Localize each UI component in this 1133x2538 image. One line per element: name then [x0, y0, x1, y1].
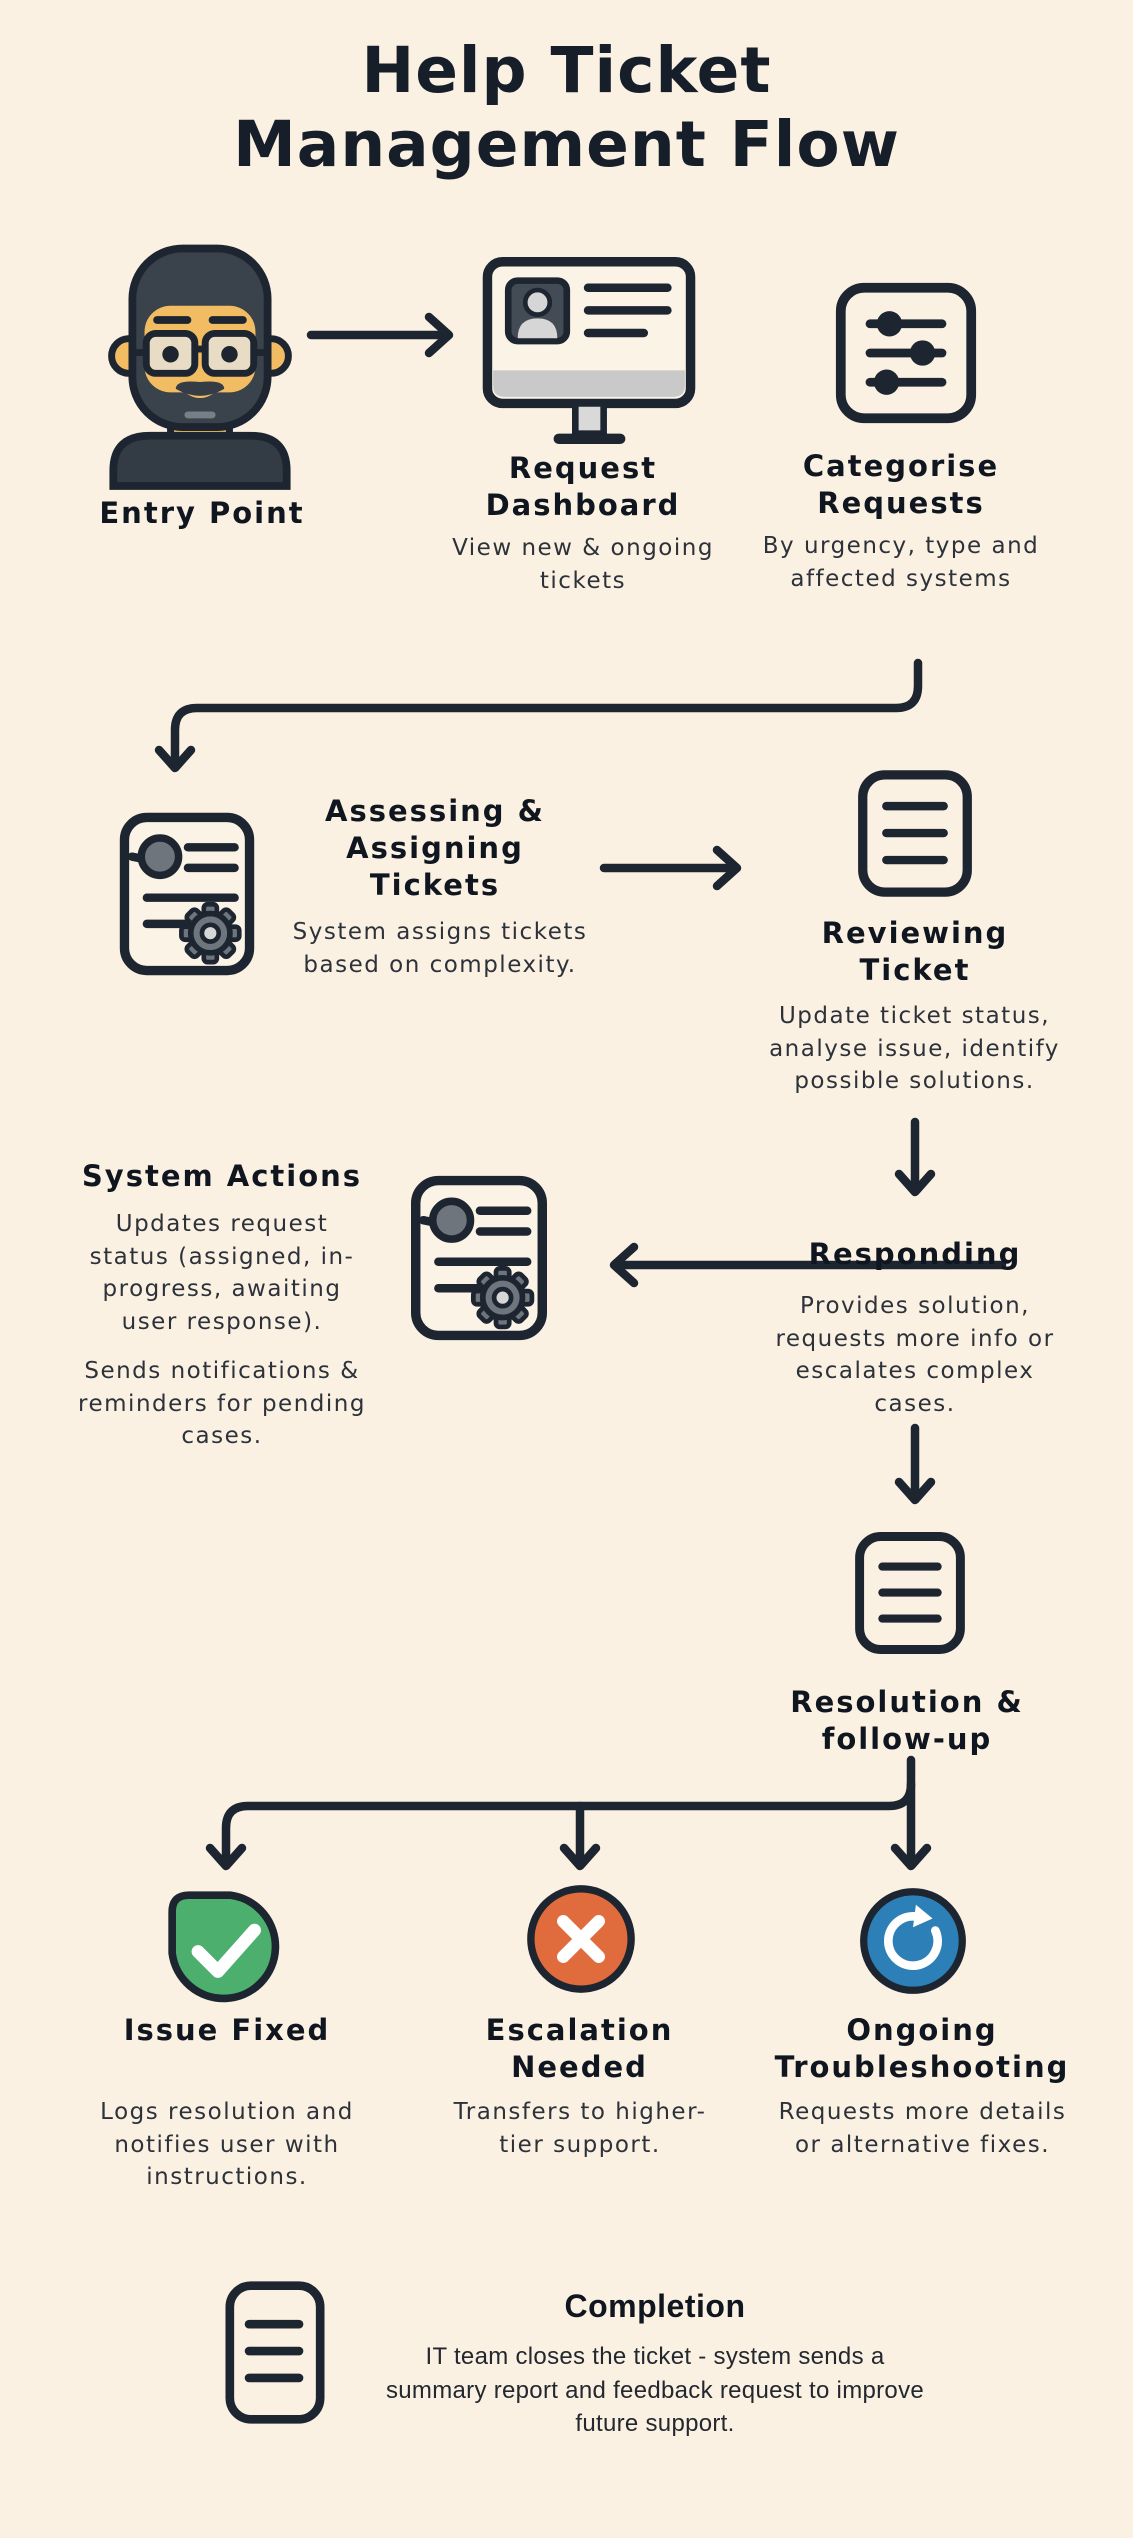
arrow-entry-to-dashboard — [306, 312, 454, 358]
node-issue-fixed-title: Issue Fixed — [123, 2013, 331, 2047]
page-title-line1: Help Ticket — [361, 34, 772, 107]
node-entry-title: Entry Point — [99, 496, 305, 530]
node-assessing-desc: System assigns tickets based on complexi… — [292, 919, 588, 978]
node-responding-title: Responding — [808, 1237, 1022, 1271]
check-badge-icon — [168, 1891, 280, 2003]
ticket-settings-icon — [411, 1175, 547, 1341]
node-ongoing-title: Ongoing Troubleshooting — [774, 2013, 1070, 2085]
node-categorise-desc: By urgency, type and affected systems — [762, 533, 1040, 592]
node-system-actions-desc2: Sends notifications & reminders for pend… — [78, 1358, 366, 1450]
node-responding-desc: Provides solution, requests more info or… — [775, 1293, 1055, 1417]
node-ongoing-desc: Requests more details or alternative fix… — [778, 2099, 1067, 2158]
node-resolution-title: Resolution & follow-up — [790, 1685, 1024, 1757]
arrow-reviewing-to-responding — [894, 1117, 936, 1197]
note-icon — [858, 770, 972, 897]
node-completion-title: Completion — [564, 2288, 746, 2324]
x-circle-icon — [527, 1885, 635, 1993]
node-reviewing-desc: Update ticket status, analyse issue, ide… — [769, 1003, 1060, 1095]
ticket-settings-icon — [119, 812, 255, 976]
node-system-actions-desc1: Updates request status (assigned, in-pro… — [89, 1211, 355, 1335]
user-icon — [108, 244, 292, 490]
note-icon — [225, 2281, 325, 2424]
page-title-line2: Management Flow — [233, 108, 900, 182]
node-dashboard-title: Request Dashboard — [485, 451, 681, 523]
node-system-actions-title: System Actions — [81, 1159, 363, 1193]
node-completion-desc: IT team closes the ticket - system sends… — [385, 2343, 925, 2438]
refresh-circle-icon — [860, 1888, 966, 1994]
filters-icon — [835, 282, 977, 424]
arrow-categorise-to-assessing — [154, 658, 923, 773]
branch-connector — [205, 1755, 932, 1871]
node-assessing-title: Assessing & Assigning Tickets — [325, 794, 545, 903]
arrow-responding-to-system-actions — [609, 1242, 1007, 1288]
monitor-user-icon — [482, 257, 696, 445]
arrow-assessing-to-reviewing — [599, 845, 742, 891]
note-icon — [855, 1532, 965, 1654]
node-issue-fixed-desc: Logs resolution and notifies user with i… — [100, 2099, 354, 2191]
node-escalation-title: Escalation Needed — [485, 2013, 674, 2085]
node-reviewing-title: Reviewing Ticket — [821, 916, 1009, 988]
page-title: Help Ticket Management Flow — [0, 34, 1133, 183]
node-categorise-title: Categorise Requests — [802, 449, 1000, 521]
arrow-responding-to-resolution — [894, 1423, 936, 1505]
node-escalation-desc: Transfers to higher-tier support. — [453, 2099, 707, 2158]
node-dashboard-desc: View new & ongoing tickets — [452, 535, 714, 594]
